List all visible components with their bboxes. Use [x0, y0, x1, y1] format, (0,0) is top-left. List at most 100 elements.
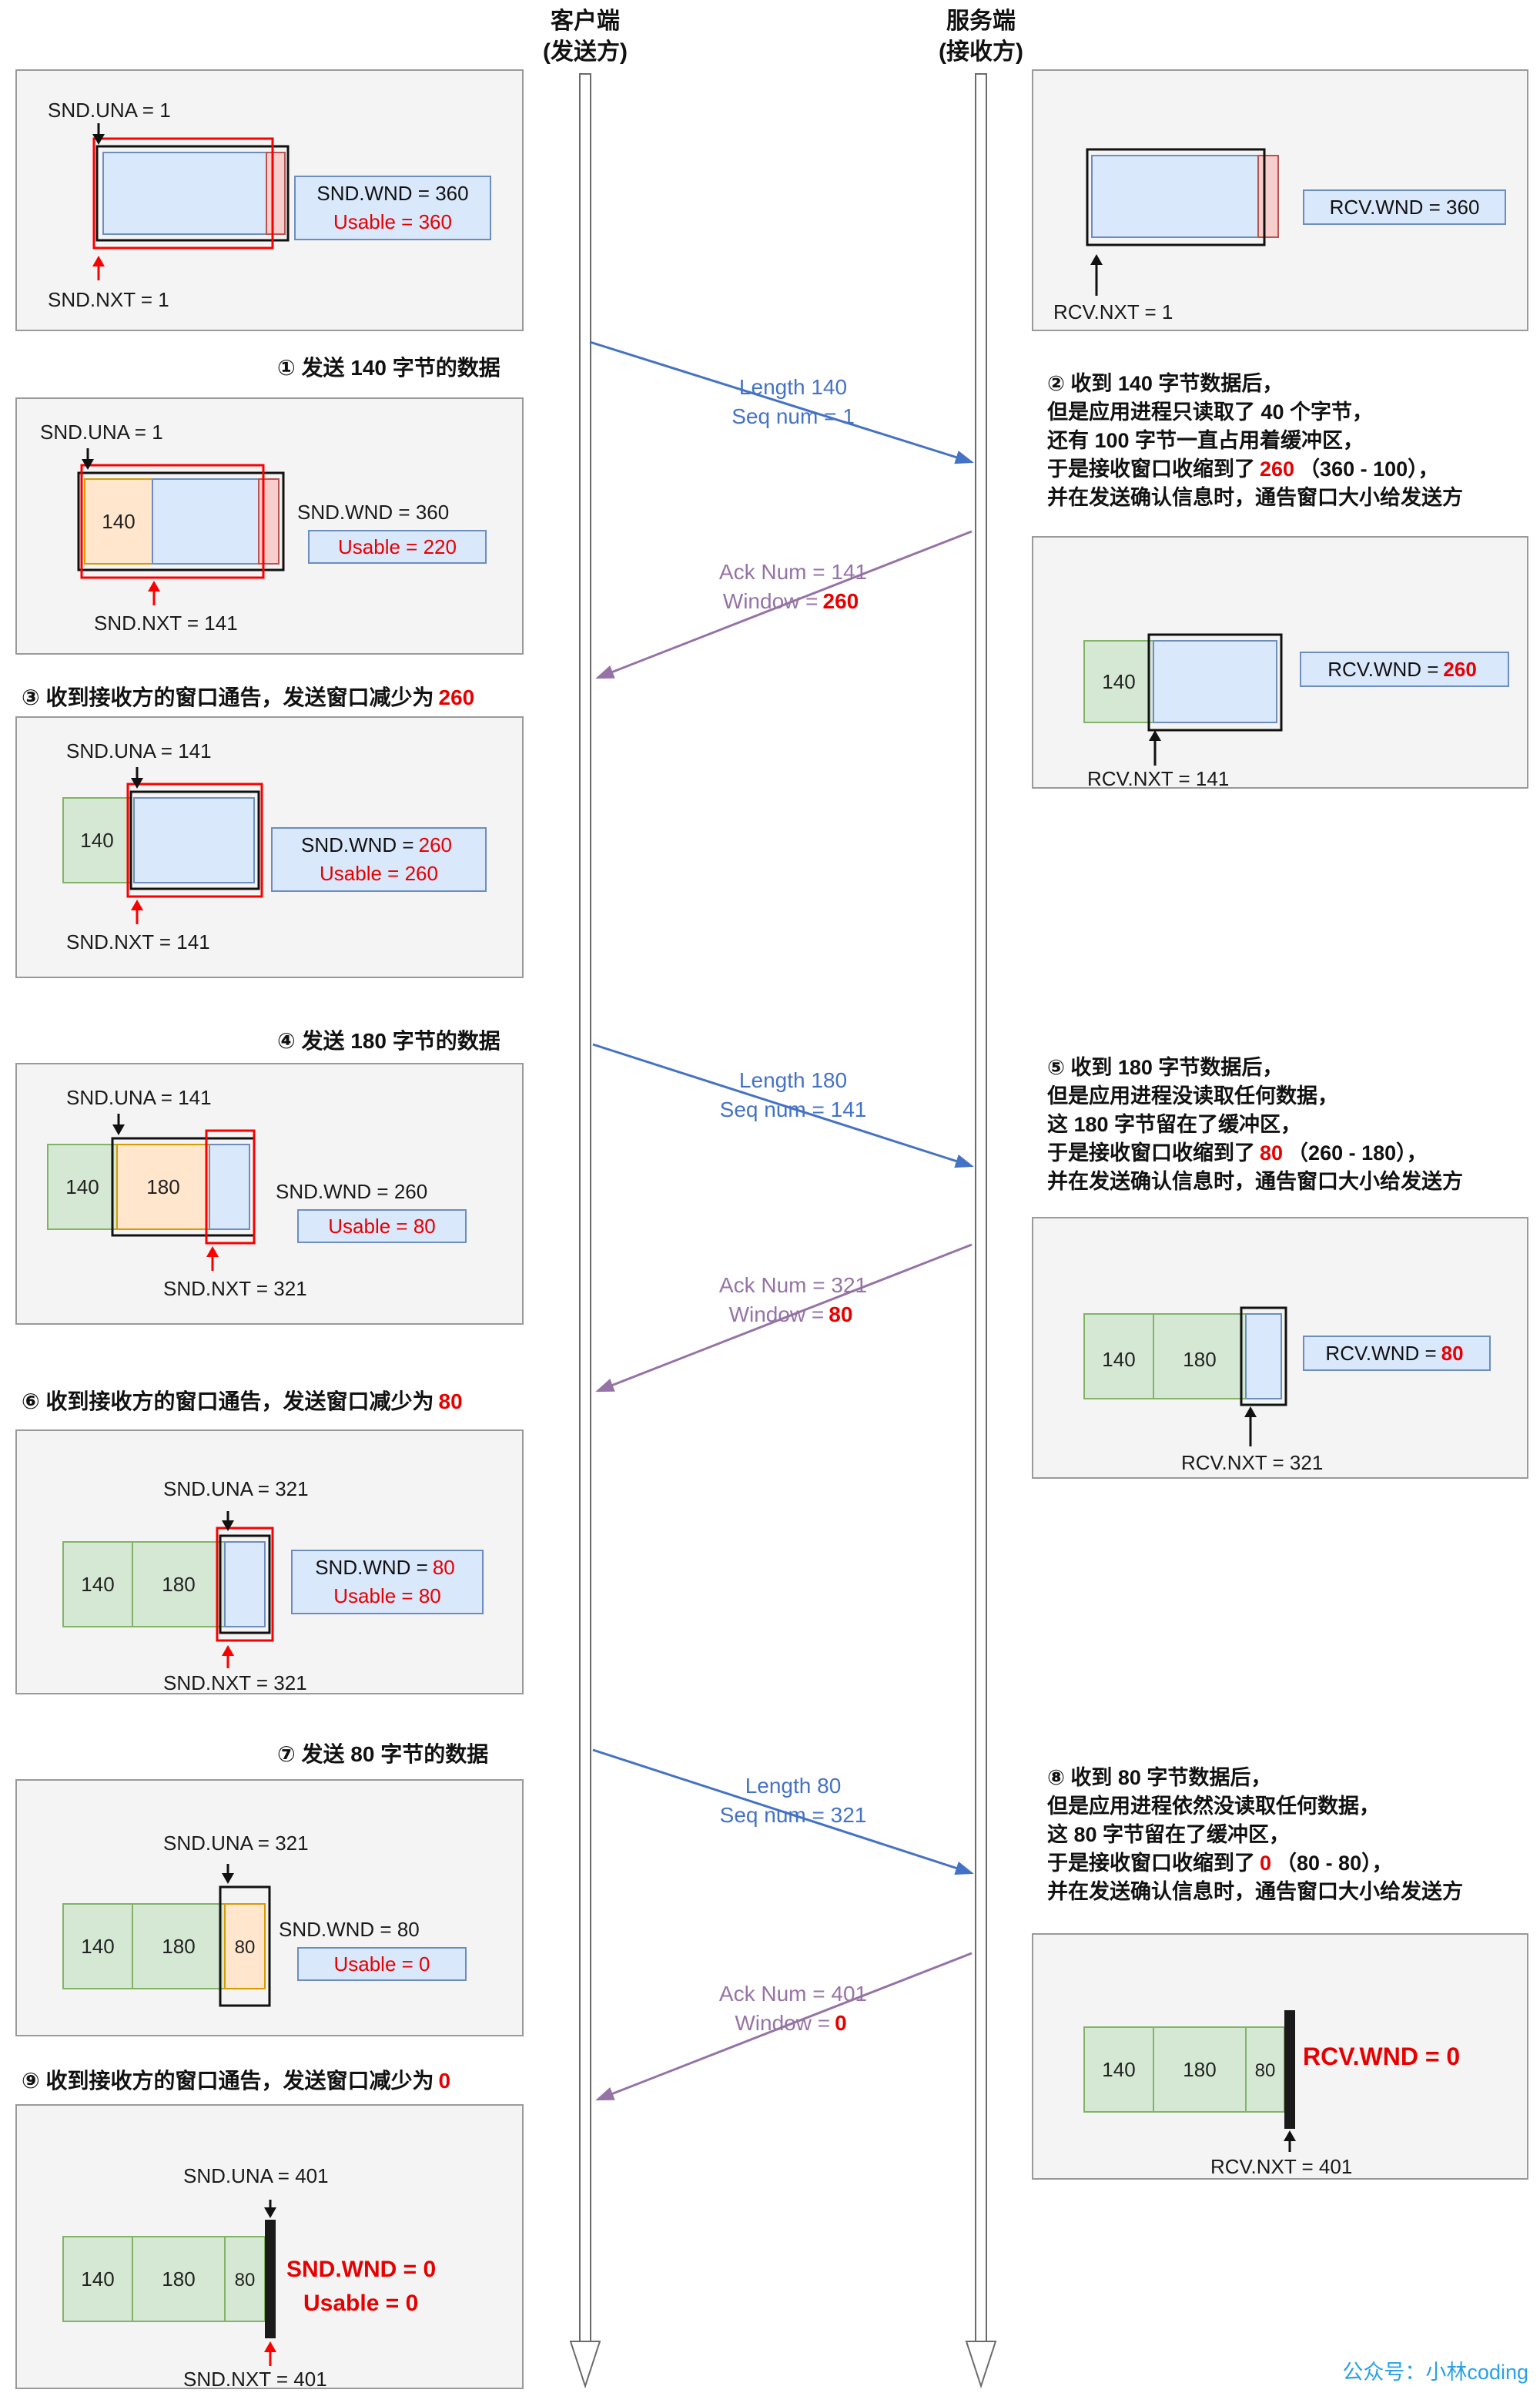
seq-label: Seq num = 141: [719, 1098, 867, 1121]
buffer-outline: [77, 471, 285, 571]
segment-180-label: 180: [146, 1175, 179, 1198]
length-label: Length 180: [738, 1068, 848, 1092]
note8-line5: 并在发送确认信息时，通告窗口大小给发送方: [1047, 1880, 1463, 1903]
rcv-wnd-value: 260: [1443, 657, 1477, 681]
note5-line5: 并在发送确认信息时，通告窗口大小给发送方: [1047, 1170, 1463, 1193]
seq-label: Seq num = 1: [732, 404, 855, 428]
segment-140-label: 140: [1102, 2058, 1135, 2081]
snd-una-label: SND.UNA = 1: [48, 99, 171, 122]
snd-nxt-label: SND.NXT = 321: [163, 1671, 307, 1694]
client-lifeline: [579, 73, 591, 2342]
rcv-nxt-arrowhead: [1149, 730, 1161, 741]
server-title: 服务端: [946, 8, 1016, 34]
snd-una-arrowhead: [82, 459, 94, 470]
acked-segment-140: [62, 1541, 133, 1627]
snd-una-arrowhead: [264, 2207, 276, 2218]
rcv-nxt-label: RCV.NXT = 1: [1053, 300, 1173, 323]
snd-nxt-arrowhead: [206, 1246, 219, 1257]
window-value: 80: [829, 1302, 853, 1326]
snd-wnd-label: SND.WND = 80: [279, 1918, 420, 1941]
recv-window-outline: [1086, 148, 1266, 246]
window-value: 0: [835, 2011, 847, 2035]
recv-window-outline: [1240, 1306, 1287, 1406]
sender-state-5-diagram: 140 180: [62, 1511, 274, 1668]
segment-180-label: 180: [1183, 1348, 1216, 1371]
ack-message-3-label: Ack Num = 401 Window =0: [654, 1979, 932, 2038]
snd-una-label: SND.UNA = 401: [183, 2164, 329, 2187]
data-message-2-label: Length 180 Seq num = 141: [654, 1066, 932, 1124]
ack-arrow-2: [595, 1243, 973, 1393]
segment-180-label: 180: [162, 1573, 195, 1596]
snd-una-arrowhead: [222, 1873, 234, 1884]
received-segment-140: [1083, 1313, 1154, 1399]
window-label: Window =260: [722, 589, 859, 613]
snd-wnd-label: SND.WND =260: [300, 833, 452, 856]
note-step2: ② 收到 140 字节数据后， 但是应用进程只读取了 40 个字节， 还有 10…: [1047, 370, 1463, 512]
segment-80-label: 80: [235, 2270, 256, 2291]
step-1-label: ① 发送 140 字节的数据: [277, 351, 500, 382]
send-window-outline: [126, 783, 263, 898]
window-label: Window =80: [728, 1302, 853, 1326]
sent-segment-180: [116, 1144, 210, 1230]
note2-line5: 并在发送确认信息时，通告窗口大小给发送方: [1047, 486, 1463, 509]
ack-num-label: Ack Num = 401: [718, 1982, 868, 2006]
usable-box: Usable = 0: [297, 1947, 467, 1981]
snd-una-arrowhead: [112, 1124, 125, 1135]
note8-line2: 但是应用进程依然没读取任何数据，: [1047, 1795, 1380, 1818]
note5-line3: 这 180 字节留在了缓冲区，: [1047, 1113, 1302, 1136]
seq-label: Seq num = 321: [719, 1803, 867, 1827]
segment-80-label: 80: [235, 1937, 256, 1958]
sender-state-4-panel: 140 180 SND.UNA = 141 SND.NXT = 321 SND.…: [15, 1063, 524, 1325]
received-segment-80: [1245, 2026, 1285, 2113]
sender-state-7-panel: 140 180 80 SND.UNA = 401 SND.NXT = 401 S…: [15, 2104, 524, 2391]
usable-label: Usable = 220: [338, 535, 457, 558]
receiver-state-2-panel: 140 RCV.NXT = 141 RCV.WND =260: [1032, 536, 1528, 790]
snd-wnd-label: SND.WND = 360: [316, 182, 469, 205]
note5-line1: ⑤ 收到 180 字节数据后，: [1047, 1056, 1284, 1079]
receiver-state-4-diagram: 140 180 80: [1083, 2010, 1296, 2152]
received-segment-180: [1153, 1313, 1247, 1399]
sender-state-4-diagram: 140 180: [47, 1114, 256, 1271]
snd-wnd-label: SND.WND = 260: [276, 1180, 428, 1203]
rcv-nxt-label: RCV.NXT = 141: [1087, 767, 1230, 790]
snd-wnd-label: SND.WND = 360: [297, 501, 450, 524]
ack-arrow-3: [595, 1952, 973, 2101]
rcv-wnd-label: RCV.WND = 360: [1329, 195, 1480, 219]
usable-label: Usable = 80: [328, 1214, 436, 1238]
usable-label: Usable = 0: [333, 1952, 430, 1976]
recv-window-fill: [1091, 155, 1259, 238]
ack-message-1-label: Ack Num = 141 Window =260: [654, 558, 932, 616]
sender-state-7-diagram: 140 180 80: [62, 2200, 276, 2366]
segment-140-label: 140: [65, 1175, 99, 1198]
note5-red-value: 80: [1260, 1141, 1284, 1165]
note8-line3: 这 80 字节留在了缓冲区，: [1047, 1823, 1291, 1846]
note5-line2: 但是应用进程没读取任何数据，: [1047, 1084, 1338, 1108]
ack-arrow-1: [595, 530, 973, 679]
recv-window-fill: [1153, 640, 1277, 723]
segment-140-label: 140: [102, 510, 135, 533]
server-subtitle: (接收方): [939, 39, 1023, 65]
data-arrow-2: [592, 1043, 974, 1168]
zero-window-bar: [1284, 2010, 1295, 2129]
snd-una-arrowhead: [131, 778, 143, 789]
snd-wnd-value: 80: [432, 1556, 455, 1579]
receiver-state-1-diagram: [1086, 148, 1279, 296]
snd-wnd-value: 260: [418, 833, 452, 856]
snd-wnd-label: SND.WND =80: [315, 1556, 455, 1579]
receiver-state-3-panel: 140 180 RCV.NXT = 321 RCV.WND =80: [1032, 1217, 1528, 1479]
snd-una-label: SND.UNA = 321: [163, 1477, 309, 1500]
usable-label: Usable = 260: [320, 862, 438, 885]
snd-nxt-arrowhead: [222, 1645, 234, 1656]
acked-segment-180: [132, 1541, 226, 1627]
snd-una-label: SND.UNA = 141: [66, 1086, 212, 1109]
sender-state-3-panel: 140 SND.UNA = 141 SND.NXT = 141 SND.WND …: [15, 716, 524, 978]
step-4-label: ④ 发送 180 字节的数据: [277, 1029, 500, 1053]
sender-state-2-diagram: 140: [77, 448, 285, 605]
snd-nxt-label: SND.NXT = 141: [66, 930, 210, 954]
acked-segment-140: [62, 1903, 133, 1989]
received-segment-140: [1083, 2026, 1154, 2113]
usable-outline: [205, 1129, 256, 1245]
